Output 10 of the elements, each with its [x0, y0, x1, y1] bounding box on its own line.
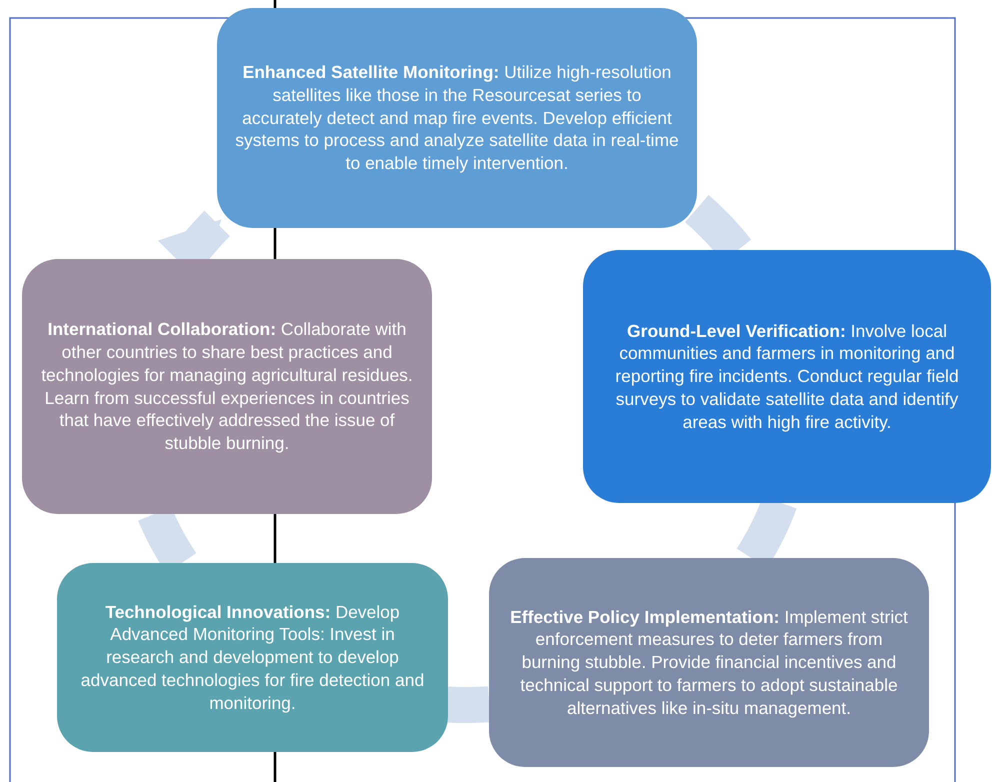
box-text: Enhanced Satellite Monitoring: Utilize high-resolution satellites like those in the Resourcesat series to accurately detect and map fire events. Develop efficient systems to process and analyze satellite data in real-time to enable timely intervention.: [235, 61, 679, 175]
process-box: [217, 8, 697, 228]
process-box: [583, 250, 991, 503]
box-text: Effective Policy Implementation: Implement strict enforcement measures to deter farmers from burning stubble. Provide financial incentives and technical support to farmers to adopt sustainable alternatives like in-situ management.: [509, 606, 909, 720]
process-box: [22, 259, 432, 514]
box-text: Ground-Level Verification: Involve local communities and farmers in monitoring and reporting fire incidents. Conduct regular field surveys to validate satellite data and identify areas with high fire activity.: [614, 320, 960, 434]
box-text: Technological Innovations: Develop Advanced Monitoring Tools: Invest in research and development to develop advanced technologies for fire detection and monitoring.: [80, 600, 426, 714]
box-text: International Collaboration: Collaborate with other countries to share best practices and technologies for managing agricultural residues. Learn from successful experiences in countries that have effectively addressed the issue of stubble burning.: [40, 318, 414, 455]
process-box: [57, 563, 448, 752]
process-box: [489, 558, 929, 767]
